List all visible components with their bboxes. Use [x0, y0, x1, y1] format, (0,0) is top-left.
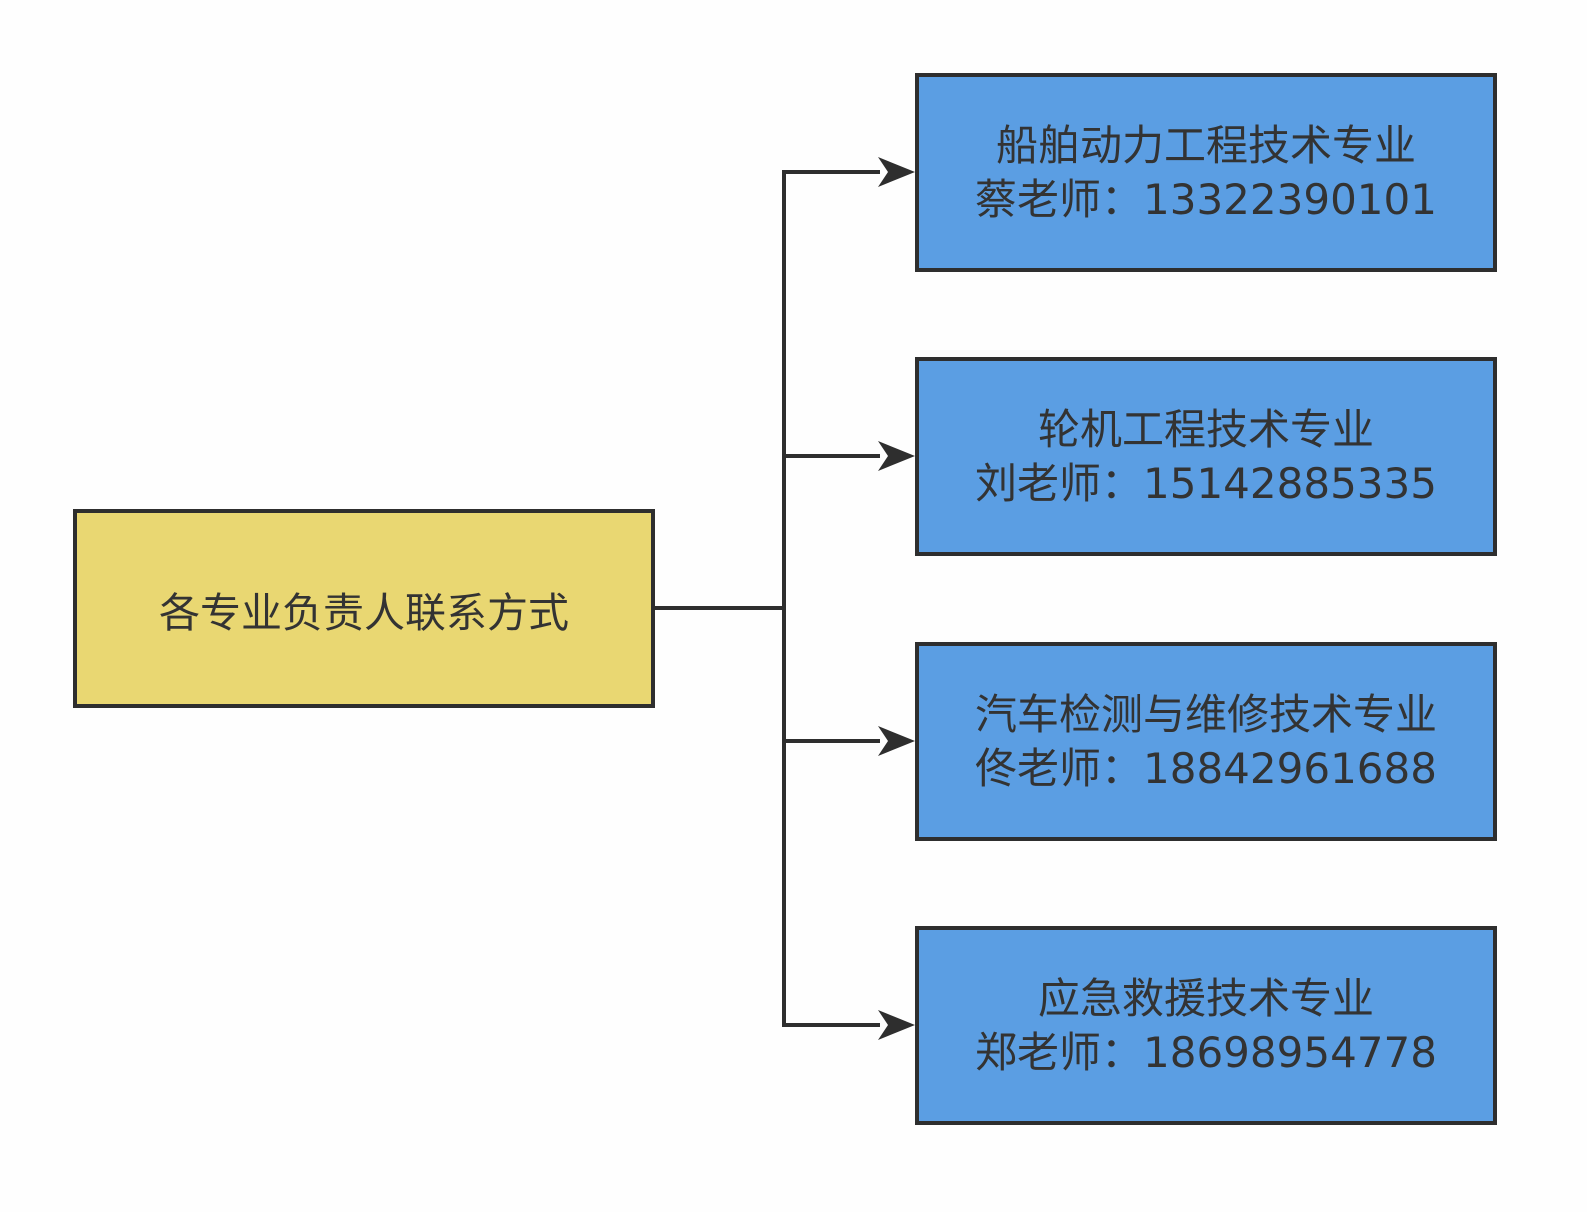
major-name: 船舶动力工程技术专业: [995, 120, 1416, 170]
root-node: 各专业负责人联系方式: [73, 509, 655, 708]
major-contact: 蔡老师：13322390101: [975, 174, 1437, 224]
root-node-label: 各专业负责人联系方式: [159, 588, 569, 637]
major-node-marine-power: 船舶动力工程技术专业 蔡老师：13322390101: [915, 73, 1497, 272]
major-name: 应急救援技术专业: [1037, 973, 1374, 1023]
branch-arrow-1: [782, 441, 915, 471]
major-node-emergency-rescue: 应急救援技术专业 郑老师：18698954778: [915, 926, 1497, 1125]
major-contact: 佟老师：18842961688: [975, 743, 1437, 793]
major-node-marine-engineering: 轮机工程技术专业 刘老师：15142885335: [915, 357, 1497, 556]
major-node-auto-repair: 汽车检测与维修技术专业 佟老师：18842961688: [915, 642, 1497, 841]
branch-arrow-3: [782, 1010, 915, 1040]
major-name: 轮机工程技术专业: [1037, 404, 1374, 454]
branch-arrow-0: [782, 157, 915, 187]
major-name: 汽车检测与维修技术专业: [974, 689, 1437, 739]
branch-arrow-2: [782, 726, 915, 756]
major-contact: 郑老师：18698954778: [975, 1027, 1437, 1077]
major-contact: 刘老师：15142885335: [975, 458, 1437, 508]
